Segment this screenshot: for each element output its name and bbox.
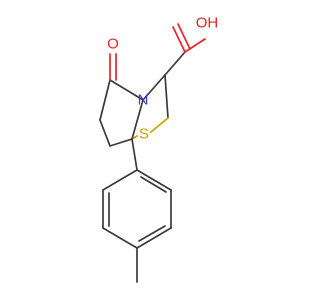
atom-label-nitrogen: N (138, 92, 149, 109)
bond-c6-c7 (99, 119, 111, 147)
bond-cooh-c-o-double-b (177, 23, 191, 50)
bond-ar6-ar1 (102, 169, 138, 191)
bond-c3-c2 (164, 74, 169, 119)
bond-cooh-c-o-double-a (172, 26, 186, 53)
bond-c2-s (150, 117, 169, 133)
bond-ar-inner-1 (140, 176, 167, 193)
bond-c7a-aryl (131, 138, 138, 171)
bond-ar-inner-2 (138, 225, 166, 242)
bond-c3-ccooh (164, 51, 186, 76)
bond-n-c7a (131, 99, 144, 140)
bond-ar3-ar4 (136, 227, 172, 249)
atom-label-sulfur: S (139, 126, 149, 143)
atom-label-o-hydroxyl: OH (196, 15, 219, 32)
bond-cooh-c-oh (184, 38, 206, 53)
bond-n-c3 (142, 74, 166, 101)
molecule-structure: O OH N S (99, 15, 219, 283)
bond-ar4-ar5 (102, 227, 138, 249)
bond-c5-c6 (99, 79, 111, 121)
atom-label-o-ketone: O (107, 36, 119, 53)
bond-n-c5 (109, 79, 144, 101)
bond-ar1-ar2 (136, 169, 172, 191)
bond-c7-c7a (109, 138, 133, 147)
